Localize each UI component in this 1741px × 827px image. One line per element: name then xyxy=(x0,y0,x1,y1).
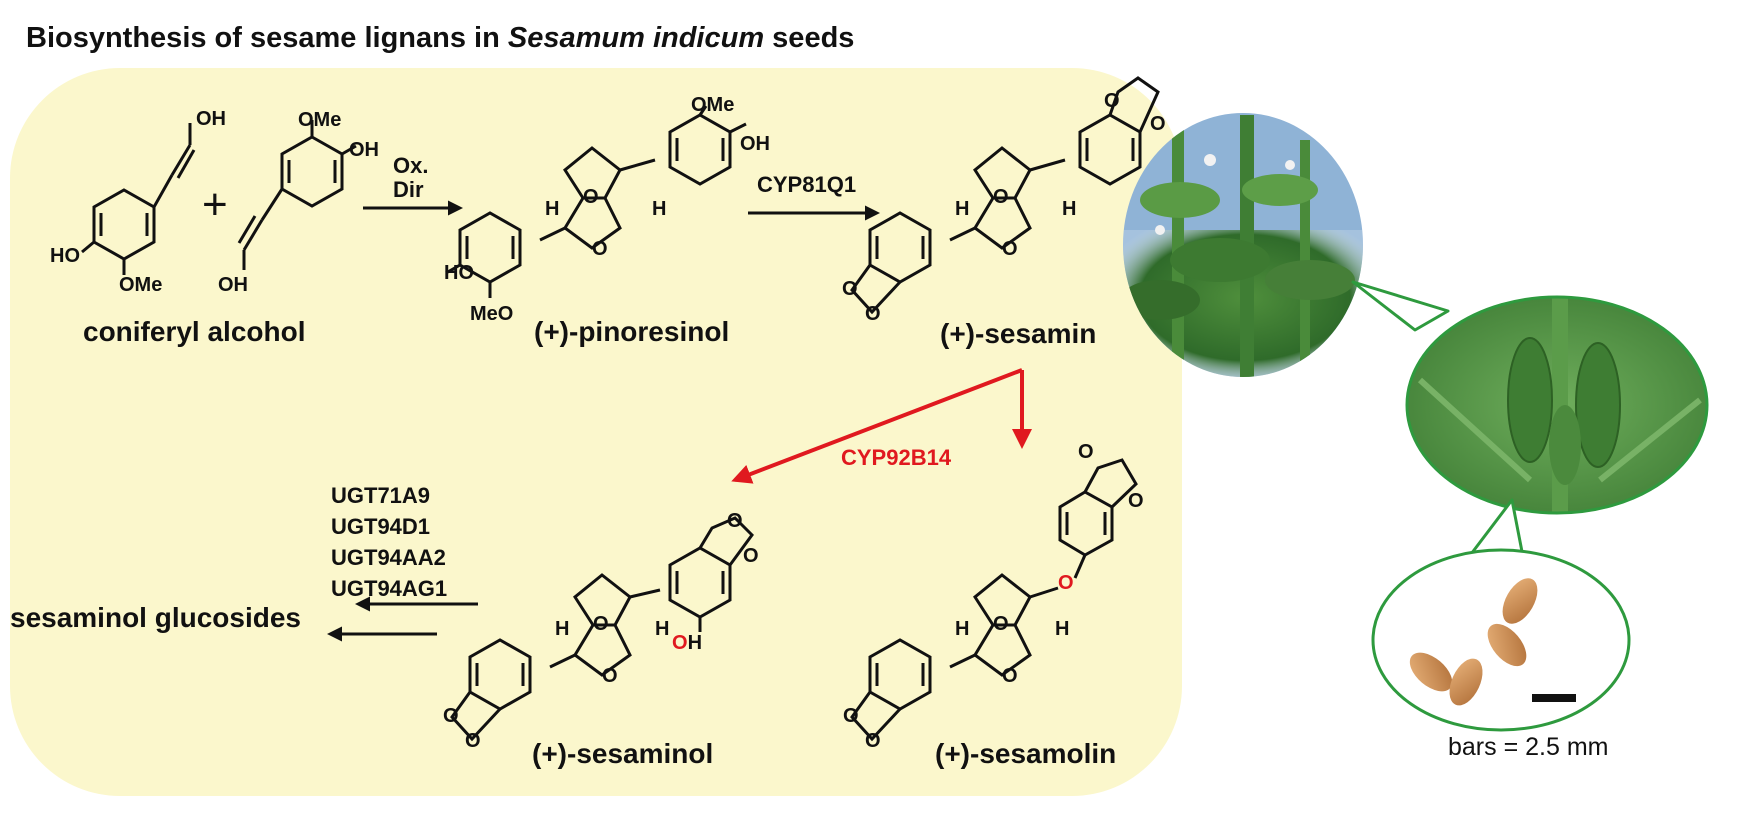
cyp92b14-arrow-sesaminol xyxy=(731,368,1023,484)
atom-ome-2: OMe xyxy=(298,109,342,131)
label-sesamolin: (+)-sesamolin xyxy=(935,738,1117,769)
enzyme-ox: Ox. xyxy=(393,153,429,178)
sesamolin-structure xyxy=(850,458,1138,742)
label-sesamin: (+)-sesamin xyxy=(940,318,1097,349)
atom-o-ses-ring1: O xyxy=(1104,90,1120,112)
atom-ome-pin: OMe xyxy=(691,94,735,116)
sesame-plant-photo xyxy=(1123,113,1363,377)
atom-o-ses-ring2: O xyxy=(1150,113,1166,135)
ugt-94aa2: UGT94AA2 xyxy=(331,545,446,570)
atom-h-smo-left: H xyxy=(955,618,970,640)
atom-h-pin-left: H xyxy=(545,198,560,220)
sesamin-structure xyxy=(850,76,1160,315)
title-suffix: seeds xyxy=(764,22,855,54)
ugt-71a9: UGT71A9 xyxy=(331,483,431,508)
coniferyl-alcohol-structure-1 xyxy=(81,123,196,275)
atom-oh-pin: OH xyxy=(740,133,770,155)
sesame-pod-photo xyxy=(1407,297,1707,513)
atom-h-pin-right: H xyxy=(652,198,667,220)
atom-h-ses-left: H xyxy=(955,198,970,220)
atom-meo-pin: MeO xyxy=(470,303,514,325)
atom-o-sol-ring3: O xyxy=(443,705,459,727)
atom-o-sol-top: O xyxy=(593,613,609,635)
enzyme-cyp81q1: CYP81Q1 xyxy=(757,172,857,197)
atom-o-ses-ring4: O xyxy=(865,303,881,325)
label-coniferyl-alcohol: coniferyl alcohol xyxy=(83,316,306,347)
title-prefix: Biosynthesis of sesame lignans in xyxy=(26,22,508,54)
enzyme-dir: Dir xyxy=(393,177,424,202)
sesaminol-structure xyxy=(450,516,754,742)
plus-sign: + xyxy=(202,180,228,229)
atom-o-smo-ring3: O xyxy=(843,705,859,727)
atom-o-ses-ring3: O xyxy=(842,278,858,300)
atom-o-sol-ring1: O xyxy=(727,510,743,532)
atom-o-ses-top: O xyxy=(993,186,1009,208)
atom-o-sol-ring4: O xyxy=(465,730,481,752)
scale-bar xyxy=(1532,694,1576,702)
ugt-94ag1: UGT94AG1 xyxy=(331,576,448,601)
label-sesaminol-glucosides: sesaminol glucosides xyxy=(10,602,301,633)
atom-o-pin-bot: O xyxy=(592,238,608,260)
pathway-panel xyxy=(10,68,1182,796)
atom-oh-3: OH xyxy=(218,274,248,296)
atom-h-sol-left: H xyxy=(555,618,570,640)
atom-oh-sol: OH xyxy=(672,632,702,655)
zoom-connector-1 xyxy=(1351,280,1450,332)
pinoresinol-structure xyxy=(445,105,747,298)
sesame-seeds-photo xyxy=(1409,578,1538,706)
atom-o-sol-bot: O xyxy=(602,665,618,687)
atom-o-smo-ring1: O xyxy=(1078,441,1094,463)
atom-oh-sol-o: O xyxy=(672,632,688,654)
atom-oh-sol-h: H xyxy=(687,632,703,654)
atom-h-sol-right: H xyxy=(655,618,670,640)
ugt-94d1: UGT94D1 xyxy=(331,514,431,539)
pod-photo-outline xyxy=(1405,295,1709,515)
figure-title: Biosynthesis of sesame lignans in Sesamu… xyxy=(26,22,854,55)
atom-o-pin-top: O xyxy=(583,186,599,208)
atom-o-smo-ring4: O xyxy=(865,730,881,752)
atom-o-smo-ring2: O xyxy=(1128,490,1144,512)
label-pinoresinol: (+)-pinoresinol xyxy=(534,316,730,347)
atom-oh-2: OH xyxy=(349,139,379,161)
atom-ho-pin: HO xyxy=(444,262,474,284)
atom-o-smo-top: O xyxy=(993,613,1009,635)
atom-ome-1: OMe xyxy=(119,274,163,296)
label-sesaminol: (+)-sesaminol xyxy=(532,738,714,769)
scale-bar-label: bars = 2.5 mm xyxy=(1448,733,1609,761)
atom-o-smo-bot: O xyxy=(1002,665,1018,687)
atom-o-sol-ring2: O xyxy=(743,545,759,567)
enzyme-cyp92b14: CYP92B14 xyxy=(841,445,952,470)
atom-h-ses-right: H xyxy=(1062,198,1077,220)
atom-oh-1: OH xyxy=(196,108,226,130)
atom-ho-1: HO xyxy=(50,245,80,267)
atom-h-smo-right: H xyxy=(1055,618,1070,640)
ugt-list: UGT71A9 UGT94D1 UGT94AA2 UGT94AG1 xyxy=(331,480,447,604)
atom-o-ses-bot: O xyxy=(1002,238,1018,260)
atom-o-smo-ether: O xyxy=(1058,572,1074,594)
coniferyl-alcohol-structure-2 xyxy=(237,120,357,270)
title-species: Sesamum indicum xyxy=(507,22,765,54)
